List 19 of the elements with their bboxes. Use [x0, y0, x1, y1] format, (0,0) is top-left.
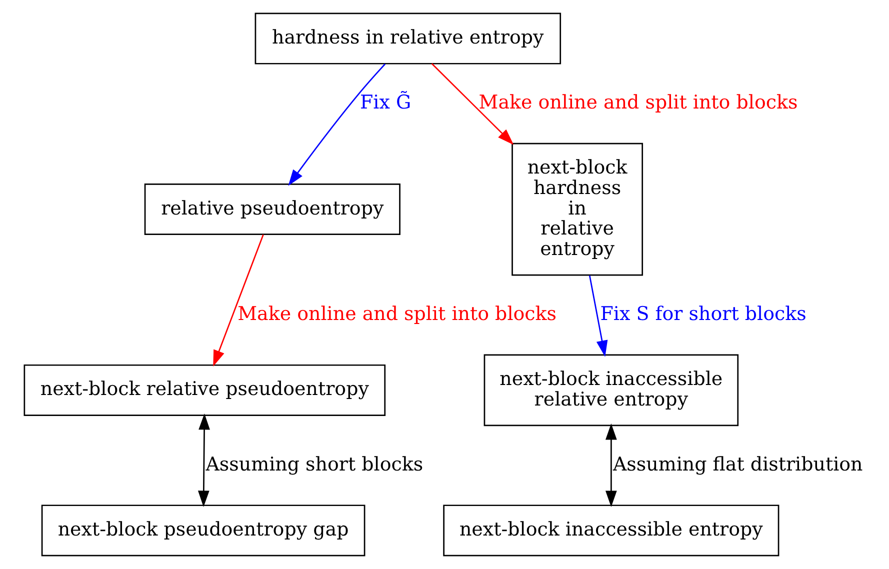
node-box: next-block pseudoentropy gap [41, 504, 366, 556]
edge-label: Assuming flat distribution [612, 453, 863, 476]
node-box: next-block hardness in relative entropy [512, 142, 644, 276]
arrow [198, 413, 210, 507]
node-box: hardness in relative entropy [254, 12, 562, 64]
arrow [588, 275, 608, 357]
arrow [213, 234, 264, 367]
edge-label: Make online and split into blocks [478, 92, 798, 114]
edge-label: Assuming short blocks [206, 453, 424, 476]
edge-label: Fix S for short blocks [600, 303, 806, 326]
node-box: next-block inaccessible entropy [443, 504, 780, 556]
node-box: next-block inaccessible relative entropy [484, 354, 739, 426]
arrow [288, 64, 386, 186]
node-box: relative pseudoentropy [144, 184, 400, 236]
arrow [605, 424, 617, 508]
arrow [431, 63, 514, 145]
edge-label: Fix G̃ [360, 92, 412, 114]
node-box: next-block relative pseudoentropy [24, 364, 386, 416]
edge-label: Make online and split into blocks [238, 303, 557, 326]
